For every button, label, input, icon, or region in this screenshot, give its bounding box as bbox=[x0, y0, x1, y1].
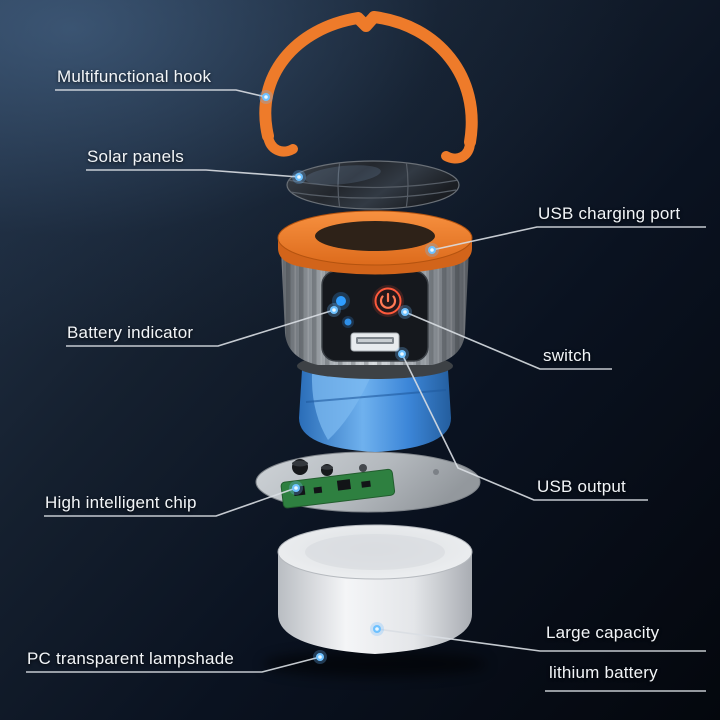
label-lithium-battery: lithium battery bbox=[549, 663, 658, 682]
label-high-intelligent-chip: High intelligent chip bbox=[45, 493, 197, 512]
lampshade-base-illustration bbox=[277, 524, 473, 654]
label-usb-output: USB output bbox=[537, 477, 626, 496]
label-multifunctional-hook: Multifunctional hook bbox=[57, 67, 212, 86]
battery-holder-illustration bbox=[299, 370, 451, 452]
solar-panel-illustration bbox=[286, 160, 460, 210]
label-usb-charging-port: USB charging port bbox=[538, 204, 681, 223]
power-button-icon bbox=[372, 285, 404, 317]
label-solar-panels: Solar panels bbox=[87, 147, 184, 166]
ground-shadow bbox=[263, 651, 487, 677]
top-ring-illustration bbox=[277, 210, 473, 275]
hook-illustration bbox=[259, 11, 478, 164]
usb-port bbox=[350, 332, 400, 352]
callout-lines bbox=[26, 89, 706, 692]
battery-indicator-leds bbox=[332, 292, 354, 328]
capacitor-components bbox=[292, 459, 333, 476]
label-pc-transparent-lampshade: PC transparent lampshade bbox=[27, 649, 235, 668]
callout-dots bbox=[259, 90, 439, 664]
label-large-capacity: Large capacity bbox=[546, 623, 660, 642]
label-battery-indicator: Battery indicator bbox=[67, 323, 194, 342]
label-switch: switch bbox=[543, 346, 592, 365]
control-panel bbox=[321, 270, 429, 362]
chip-board-illustration bbox=[255, 451, 481, 513]
